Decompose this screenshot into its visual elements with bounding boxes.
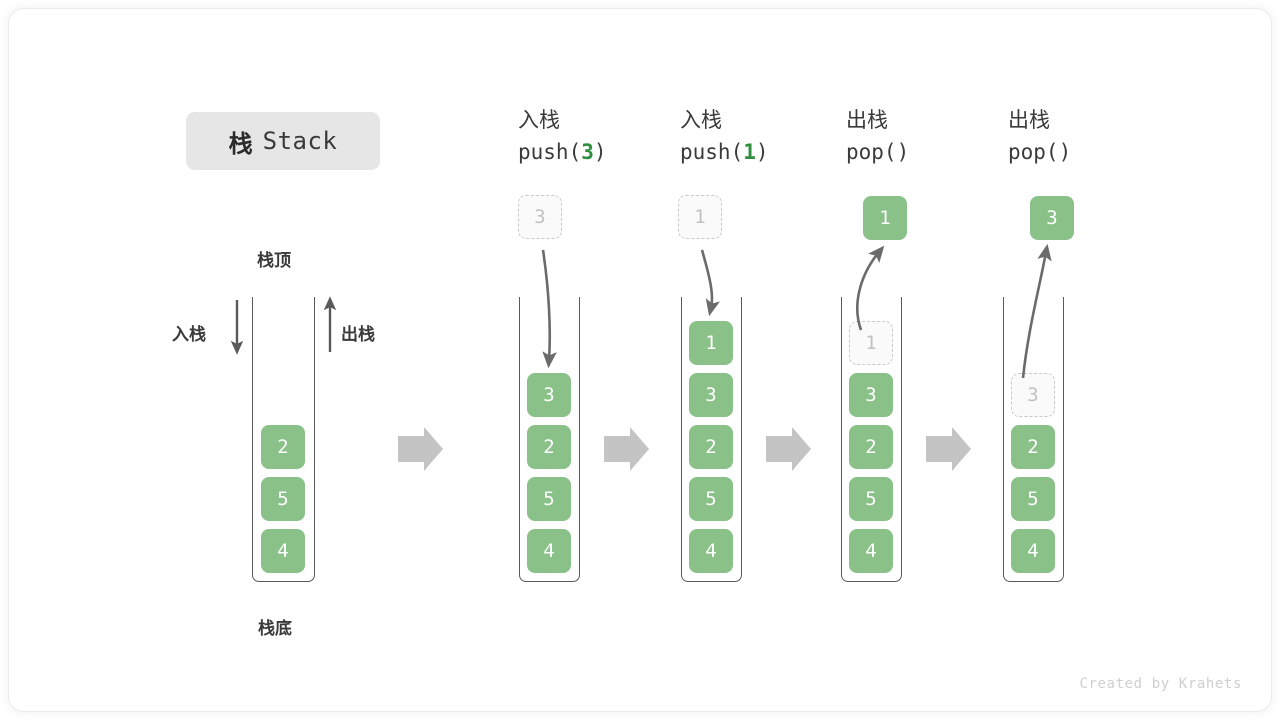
code-prefix: push( — [518, 140, 582, 164]
pop-side-label: 出栈 — [341, 325, 375, 344]
title-cjk: 栈 — [228, 130, 253, 158]
stack-cell: 3 — [527, 373, 571, 417]
stack-cell: 2 — [527, 425, 571, 469]
column-header-cjk: 入栈 — [680, 109, 722, 132]
code-suffix: ) — [755, 140, 769, 164]
column-header-pop-3: 出栈 pop() — [1008, 106, 1071, 168]
stack-cell: 3 — [849, 373, 893, 417]
stack-cell: 5 — [261, 477, 305, 521]
stack-cell: 4 — [261, 529, 305, 573]
code-prefix: push( — [680, 140, 744, 164]
column-header-pop-1: 出栈 pop() — [846, 106, 909, 168]
stack-cell: 1 — [689, 321, 733, 365]
stack-container-pop-1 — [841, 297, 902, 582]
column-header-code: pop() — [846, 136, 909, 168]
column-header-cjk: 出栈 — [1008, 109, 1050, 132]
stack-cell: 5 — [1011, 477, 1055, 521]
stack-cell: 5 — [527, 477, 571, 521]
code-prefix: pop( — [1008, 140, 1059, 164]
stack-container-pop-3 — [1003, 297, 1064, 582]
code-suffix: ) — [1058, 140, 1072, 164]
floating-cell-popped: 3 — [1030, 196, 1074, 240]
stack-cell: 4 — [689, 529, 733, 573]
stack-cell: 4 — [849, 529, 893, 573]
column-header-code: pop() — [1008, 136, 1071, 168]
stack-cell-ghost: 3 — [1011, 373, 1055, 417]
push-side-label: 入栈 — [172, 325, 206, 344]
floating-cell-ghost: 1 — [678, 195, 722, 239]
floating-cell-ghost: 3 — [518, 195, 562, 239]
floating-cell-popped: 1 — [863, 196, 907, 240]
column-header-code: push(3) — [518, 136, 607, 168]
attribution-footer: Created by Krahets — [1079, 676, 1242, 692]
stack-cell: 4 — [527, 529, 571, 573]
column-header-push-3: 入栈 push(3) — [518, 106, 607, 168]
code-suffix: ) — [896, 140, 910, 164]
code-suffix: ) — [593, 140, 607, 164]
stack-cell: 5 — [849, 477, 893, 521]
title-badge: 栈 Stack — [186, 112, 380, 170]
stack-cell: 5 — [689, 477, 733, 521]
column-header-cjk: 入栈 — [518, 109, 560, 132]
stack-top-label: 栈顶 — [257, 251, 291, 270]
code-number: 1 — [743, 140, 756, 164]
title-latin: Stack — [262, 127, 338, 155]
stack-cell: 4 — [1011, 529, 1055, 573]
stack-cell-ghost: 1 — [849, 321, 893, 365]
column-header-push-1: 入栈 push(1) — [680, 106, 769, 168]
stack-container-push-1 — [681, 297, 742, 582]
stack-cell: 2 — [261, 425, 305, 469]
stack-container-push-3 — [519, 297, 580, 582]
stack-cell: 2 — [849, 425, 893, 469]
column-header-code: push(1) — [680, 136, 769, 168]
stack-bottom-label: 栈底 — [258, 619, 292, 638]
column-header-cjk: 出栈 — [846, 109, 888, 132]
code-prefix: pop( — [846, 140, 897, 164]
stack-cell: 3 — [689, 373, 733, 417]
code-number: 3 — [581, 140, 594, 164]
stack-cell: 2 — [1011, 425, 1055, 469]
stack-container-initial — [252, 297, 315, 582]
stack-cell: 2 — [689, 425, 733, 469]
